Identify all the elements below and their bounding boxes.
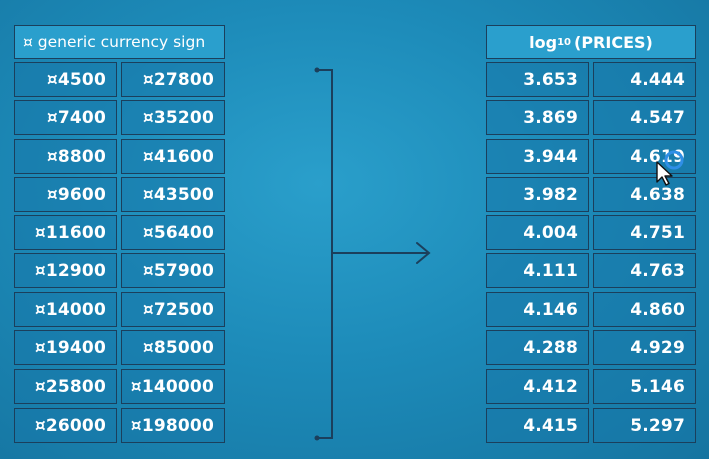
right-cell-r5-c1: 4.763 bbox=[593, 253, 696, 288]
left-cell-r2-c1: ¤41600 bbox=[121, 139, 225, 174]
right-cell-r1-c1: 4.547 bbox=[593, 100, 696, 135]
right-cell-r0-c1: 4.444 bbox=[593, 62, 696, 97]
right-cell-r3-c1: 4.638 bbox=[593, 177, 696, 212]
right-cell-r4-c0: 4.004 bbox=[486, 215, 589, 250]
left-table-header: ¤ generic currency sign bbox=[14, 25, 225, 59]
right-cell-r0-c0: 3.653 bbox=[486, 62, 589, 97]
left-header-label: ¤ generic currency sign bbox=[23, 33, 206, 51]
bracket-top-dot bbox=[314, 67, 320, 73]
left-cell-r4-c1: ¤56400 bbox=[121, 215, 225, 250]
mouse-cursor-icon bbox=[656, 150, 684, 186]
left-cell-r6-c1: ¤72500 bbox=[121, 292, 225, 327]
left-cell-r1-c1: ¤35200 bbox=[121, 100, 225, 135]
left-cell-r7-c1: ¤85000 bbox=[121, 330, 225, 365]
right-cell-r6-c1: 4.860 bbox=[593, 292, 696, 327]
left-cell-r4-c0: ¤11600 bbox=[14, 215, 117, 250]
bracket-line bbox=[316, 69, 333, 439]
left-cell-r0-c1: ¤27800 bbox=[121, 62, 225, 97]
left-cell-r5-c1: ¤57900 bbox=[121, 253, 225, 288]
log-base-subscript: 10 bbox=[557, 36, 572, 48]
left-cell-r3-c1: ¤43500 bbox=[121, 177, 225, 212]
left-cell-r3-c0: ¤9600 bbox=[14, 177, 117, 212]
right-cell-r3-c0: 3.982 bbox=[486, 177, 589, 212]
left-cell-r9-c1: ¤198000 bbox=[121, 408, 225, 443]
right-cell-r6-c0: 4.146 bbox=[486, 292, 589, 327]
right-cell-r7-c0: 4.288 bbox=[486, 330, 589, 365]
right-cell-r2-c0: 3.944 bbox=[486, 139, 589, 174]
left-cell-r5-c0: ¤12900 bbox=[14, 253, 117, 288]
log-label: log bbox=[529, 32, 558, 52]
right-cell-r4-c1: 4.751 bbox=[593, 215, 696, 250]
right-cell-r9-c0: 4.415 bbox=[486, 408, 589, 443]
arrow-head bbox=[416, 242, 431, 264]
left-cell-r7-c0: ¤19400 bbox=[14, 330, 117, 365]
right-cell-r1-c0: 3.869 bbox=[486, 100, 589, 135]
prices-label: (PRICES) bbox=[574, 32, 653, 52]
left-cell-r6-c0: ¤14000 bbox=[14, 292, 117, 327]
right-cell-r8-c1: 5.146 bbox=[593, 369, 696, 404]
right-cell-r9-c1: 5.297 bbox=[593, 408, 696, 443]
left-cell-r8-c0: ¤25800 bbox=[14, 369, 117, 404]
left-cell-r8-c1: ¤140000 bbox=[121, 369, 225, 404]
right-cell-r8-c0: 4.412 bbox=[486, 369, 589, 404]
right-cell-r5-c0: 4.111 bbox=[486, 253, 589, 288]
right-cell-r7-c1: 4.929 bbox=[593, 330, 696, 365]
left-cell-r9-c0: ¤26000 bbox=[14, 408, 117, 443]
left-cell-r2-c0: ¤8800 bbox=[14, 139, 117, 174]
left-cell-r1-c0: ¤7400 bbox=[14, 100, 117, 135]
bracket-bottom-dot bbox=[314, 435, 320, 441]
left-cell-r0-c0: ¤4500 bbox=[14, 62, 117, 97]
